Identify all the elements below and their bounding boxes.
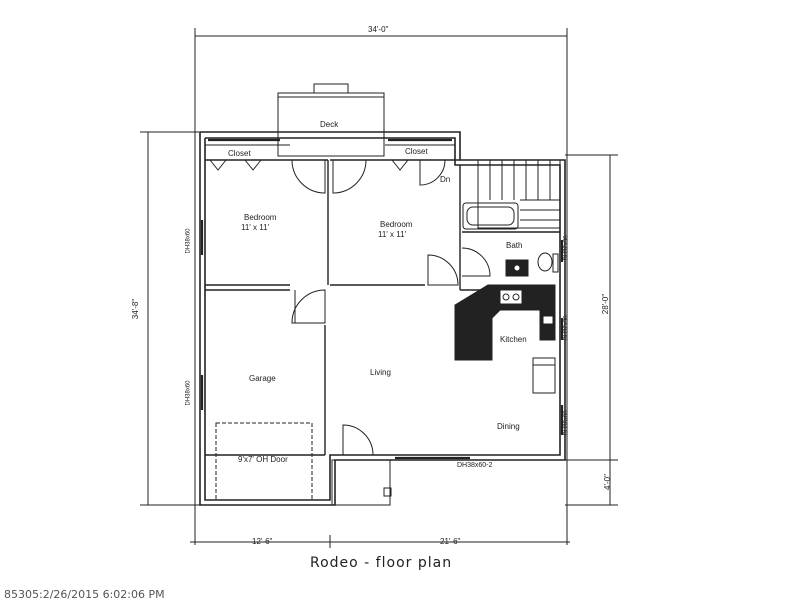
room-living: Living	[370, 368, 391, 377]
room-dining: Dining	[497, 422, 520, 431]
garage-door	[215, 422, 313, 501]
window-front: DH38x60-2	[457, 462, 493, 469]
bath-fixtures	[462, 202, 559, 277]
room-closet-right: Closet	[405, 147, 428, 156]
dimension-top: 34'-0"	[368, 25, 389, 34]
stairs	[477, 159, 561, 229]
dimension-lines	[140, 28, 618, 548]
dimension-left: 34'-8"	[131, 298, 141, 320]
window-garage: DH38x60	[185, 380, 192, 406]
window-bath: DH32x36	[563, 235, 570, 261]
dimension-right-main: 28'-0"	[601, 293, 611, 315]
room-garage: Garage	[249, 374, 276, 383]
deck-outline	[277, 83, 385, 157]
room-bedroom-right: Bedroom	[380, 220, 413, 229]
window-kitchen: DH32x36	[563, 315, 570, 341]
window-bedroom-left: DH38x60	[185, 228, 192, 254]
dimension-right-lower: 4'-0"	[602, 474, 612, 490]
room-deck: Deck	[320, 120, 339, 129]
room-bath: Bath	[506, 241, 523, 250]
plan-title: Rodeo - floor plan	[310, 555, 453, 571]
exterior-walls	[199, 131, 566, 506]
front-step	[331, 459, 392, 506]
room-bedroom-right-size: 11' x 11'	[378, 230, 407, 239]
room-bedroom-left-size: 11' x 11'	[241, 223, 270, 232]
door-swings	[291, 159, 491, 456]
closets	[205, 144, 455, 171]
room-garage-door: 9'x7' OH Door	[238, 455, 288, 464]
interior-walls	[205, 159, 560, 456]
room-kitchen: Kitchen	[500, 335, 527, 344]
room-closet-left: Closet	[228, 149, 251, 158]
timestamp-watermark: 85305:2/26/2015 6:02:06 PM	[4, 588, 165, 601]
window-dining: DH38x60	[563, 410, 570, 436]
dimension-bottom-left: 12'-6"	[252, 537, 273, 546]
window-marks	[200, 138, 564, 460]
room-bedroom-left: Bedroom	[244, 213, 277, 222]
kitchen-counter	[454, 284, 556, 394]
dimension-bottom-right: 21'-6"	[440, 537, 461, 546]
room-stairs-down: Dn	[440, 175, 451, 184]
